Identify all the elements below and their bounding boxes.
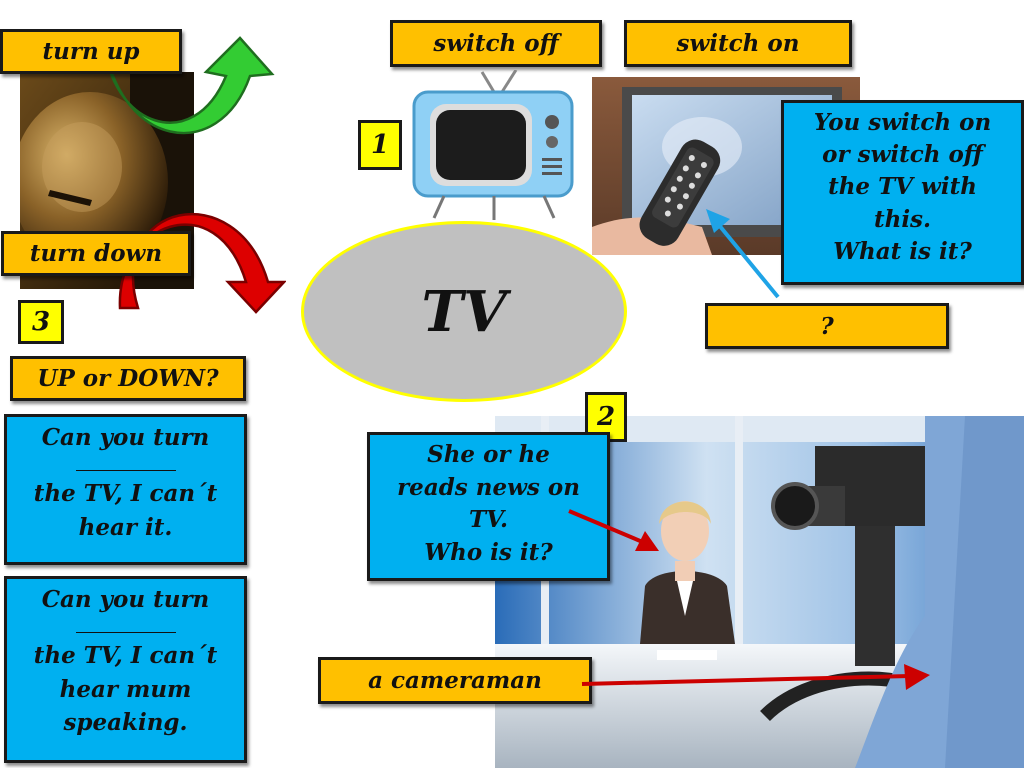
question-text-line: speaking. bbox=[63, 709, 188, 737]
switch-off-label: switch off bbox=[390, 20, 602, 67]
blank-line bbox=[75, 470, 176, 472]
question-text-line: the TV, I can´t bbox=[33, 642, 218, 670]
turn-down-label: turn down bbox=[1, 231, 191, 276]
question-box-newsreader: She or he reads news on TV. Who is it? bbox=[367, 432, 610, 581]
question-text-line: What is it? bbox=[833, 237, 972, 265]
pointer-arrow-red-icon bbox=[578, 662, 938, 698]
pointer-arrow-red-icon bbox=[565, 505, 665, 555]
question-text-line: Who is it? bbox=[424, 538, 553, 566]
retro-tv-image bbox=[404, 70, 584, 222]
question-text-line: this. bbox=[873, 205, 932, 233]
question-text-line: Can you turn bbox=[41, 424, 210, 451]
turn-up-label: turn up bbox=[0, 29, 182, 74]
question-text-line: hear it. bbox=[78, 513, 173, 541]
up-or-down-label: UP or DOWN? bbox=[10, 356, 246, 401]
blank-line bbox=[75, 632, 176, 634]
cameraman-label: a cameraman bbox=[318, 657, 592, 704]
answer-label-remote: ? bbox=[705, 303, 949, 349]
question-box-remote: You switch on or switch off the TV with … bbox=[781, 100, 1024, 285]
number-badge-3: 3 bbox=[18, 300, 64, 344]
question-box-turn-it-down: Can you turn the TV, I can´t hear mum sp… bbox=[4, 576, 247, 763]
question-text-line: the TV with bbox=[828, 173, 977, 201]
question-text-line: She or he bbox=[427, 441, 550, 468]
pointer-arrow-blue-icon bbox=[700, 205, 790, 305]
question-text-line: or switch off bbox=[822, 141, 983, 169]
curved-up-arrow-icon bbox=[98, 36, 276, 136]
question-box-turn-it-up: Can you turn the TV, I can´t hear it. bbox=[4, 414, 247, 565]
question-text-line: reads news on bbox=[397, 473, 580, 501]
question-text-line: Can you turn bbox=[41, 586, 210, 613]
question-text-line: hear mum bbox=[59, 675, 192, 703]
question-text-line: You switch on bbox=[813, 109, 992, 136]
question-text-line: TV. bbox=[469, 506, 508, 534]
tv-topic-ellipse: TV bbox=[301, 221, 627, 402]
question-text-line: the TV, I can´t bbox=[33, 480, 218, 508]
number-badge-1: 1 bbox=[358, 120, 402, 170]
switch-on-label: switch on bbox=[624, 20, 852, 67]
tv-title: TV bbox=[421, 278, 507, 345]
